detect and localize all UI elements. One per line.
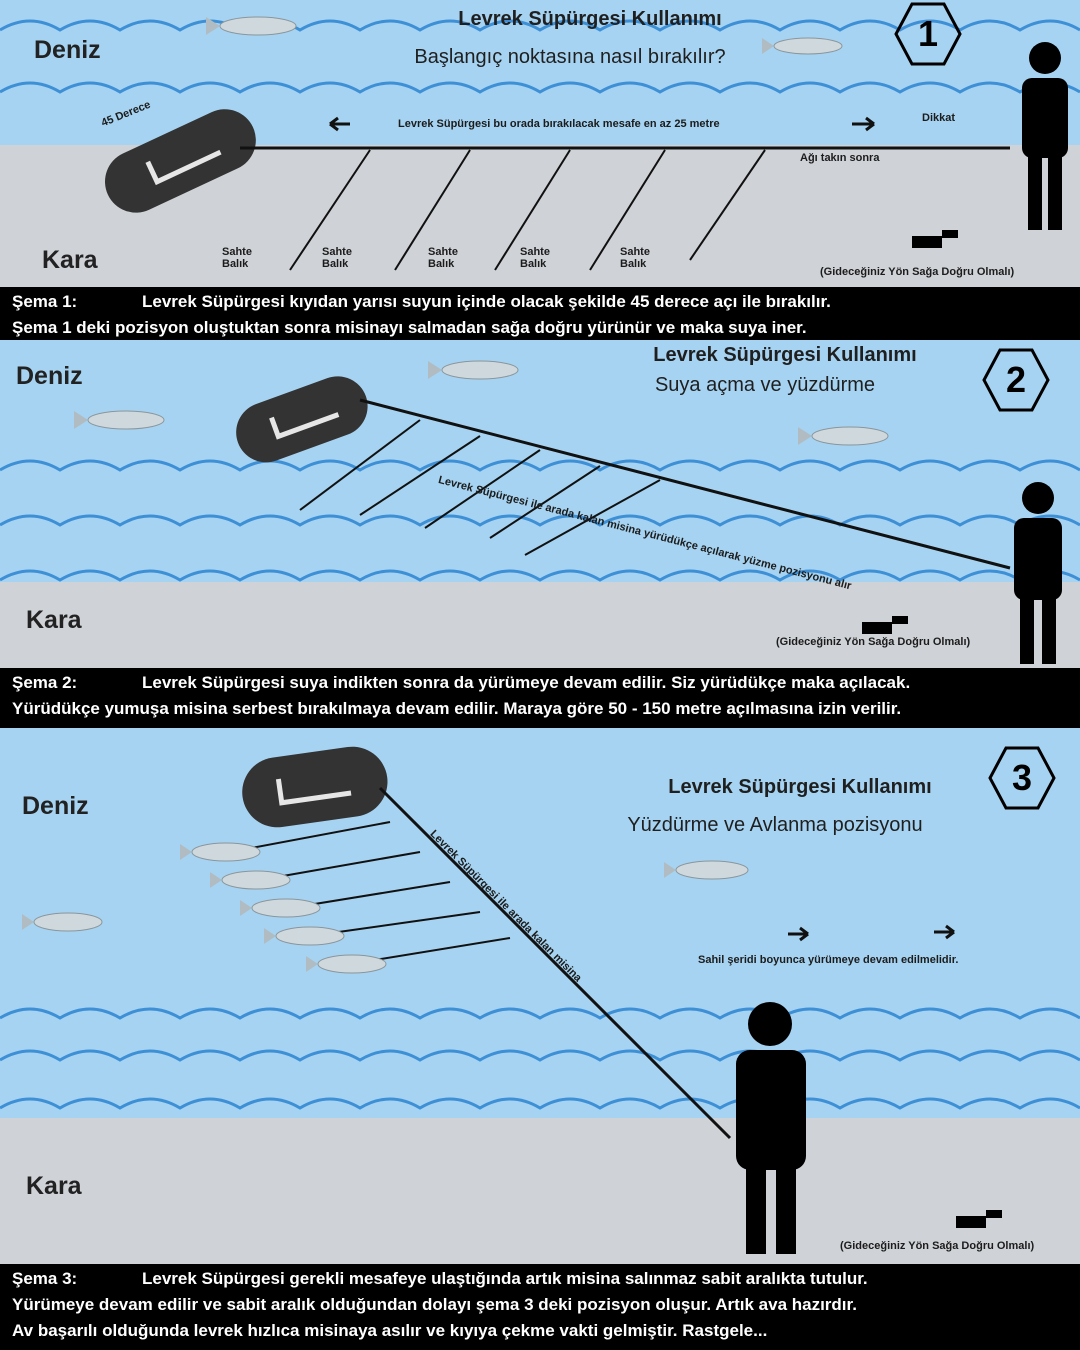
sea-label: Deniz [34,36,101,64]
land-area [0,582,1080,668]
hook-label: Sahte Balık [520,246,550,270]
caption-line: Yürüdükçe yumuşa misina serbest bırakılm… [12,699,902,718]
caption-label: Şema 3: [12,1269,78,1288]
fish-icon [206,16,297,36]
wave-lines [0,1007,1080,1110]
caption-line: Levrek Süpürgesi gerekli mesafeye ulaştı… [142,1269,868,1288]
caption-box: Şema 1: Levrek Süpürgesi kıyıdan yarısı s… [0,287,1080,340]
hook-label: Sahte Balık [620,246,650,270]
fish-icon [210,870,291,890]
panel-subtitle: Suya açma ve yüzdürme [654,374,876,396]
main-line [378,786,732,1140]
person-icon [736,1002,806,1254]
lure-float-icon [236,376,368,463]
arrow-right-icon [852,116,875,132]
arrow-left-icon [329,116,350,132]
pointing-hand-icon [912,230,958,248]
land-label: Kara [26,1172,82,1200]
direction-label: (Gideceğiniz Yön Sağa Doğru Olmalı) [840,1240,1035,1252]
arrow-right-icon [934,924,955,940]
panel-1-illustration [0,16,1080,271]
length-label: Levrek Süpürgesi bu orada bırakılacak me… [398,118,720,130]
caption-line: Av başarılı olduğunda levrek hızlıca mis… [12,1321,768,1340]
panel-title: Levrek Süpürgesi Kullanımı [653,344,917,366]
caption-label: Şema 2: [12,673,78,692]
lure-float-icon [105,109,256,213]
land-label: Kara [42,246,98,274]
hexagon-icon [982,348,1050,412]
land-label: Kara [26,606,82,634]
step-number-badge: 3 [1011,757,1033,798]
hexagon-icon [894,2,962,66]
dropper-lines [299,419,661,556]
panel-3-illustration [0,746,1080,1254]
wave-lines [0,459,1080,582]
panel-3: Deniz Kara Levrek Süpürgesi Kullanımı Yü… [0,728,1080,1350]
step-number-badge: 1 [917,13,939,54]
fish-icon [428,360,519,380]
caption-box: Şema 3: Levrek Süpürgesi gerekli mesafeye… [0,1264,1080,1350]
arrow-label: Sahil şeridi boyunca yürümeye devam edil… [698,954,959,966]
fish-icon [74,410,165,430]
dropper-lines [229,821,511,965]
caption-line: Levrek Süpürgesi kıyıdan yarısı suyun iç… [142,292,831,311]
direction-label: (Gideceğiniz Yön Sağa Doğru Olmalı) [820,266,1015,278]
hook-label: Sahte Balık [322,246,352,270]
sea-area [0,728,1080,1118]
panel-2-illustration [0,348,1080,664]
person-icon [1014,482,1062,664]
fish-icon [240,898,321,918]
panel-title: Levrek Süpürgesi Kullanımı [668,776,932,798]
caption-box: Şema 2: Levrek Süpürgesi suya indikten so… [0,668,1080,728]
fish-icon [306,954,387,974]
land-area [0,1118,1080,1264]
fish-icon [264,926,345,946]
arrow-right-icon [788,926,809,942]
step-number-badge: 2 [1005,359,1027,400]
hexagon-icon [988,746,1056,810]
lure-float-icon [242,746,388,828]
person-icon [1022,42,1068,230]
panel-title: Levrek Süpürgesi Kullanımı [458,8,722,30]
pointing-hand-icon [862,616,908,634]
panel-subtitle: Başlangıç noktasına nasıl bırakılır? [414,46,726,68]
fish-icon [762,37,843,55]
sea-area [0,340,1080,582]
hook-label: Sahte Balık [428,246,458,270]
fish-icon [180,842,261,862]
hook-label: Sahte Balık [222,246,252,270]
fish-icon [798,426,889,446]
direction-label: (Gideceğiniz Yön Sağa Doğru Olmalı) [776,636,971,648]
person-label: Dikkat [922,112,956,124]
dropper-lines [289,149,766,271]
caption-label: Şema 1: [12,292,78,311]
wave-lines [0,19,1080,94]
panel-subtitle: Yüzdürme ve Avlanma pozisyonu [627,814,923,836]
sea-label: Deniz [16,362,83,390]
fish-icon [664,860,749,880]
caption-line: Levrek Süpürgesi suya indikten sonra da … [142,673,911,692]
panel-1: Deniz Kara Levrek Süpürgesi Kullanımı Ba… [0,0,1080,340]
pointing-hand-icon [956,1210,1002,1228]
panel-2: Deniz Kara Levrek Süpürgesi Kullanımı Su… [0,340,1080,728]
main-line [359,398,1011,570]
sea-label: Deniz [22,792,89,820]
shore-label: Ağı takın sonra [800,152,880,164]
caption-line: Yürümeye devam edilir ve sabit aralık ol… [12,1295,857,1314]
fish-icon [22,912,103,932]
caption-line: Şema 1 deki pozisyon oluştuktan sonra mi… [12,318,807,337]
